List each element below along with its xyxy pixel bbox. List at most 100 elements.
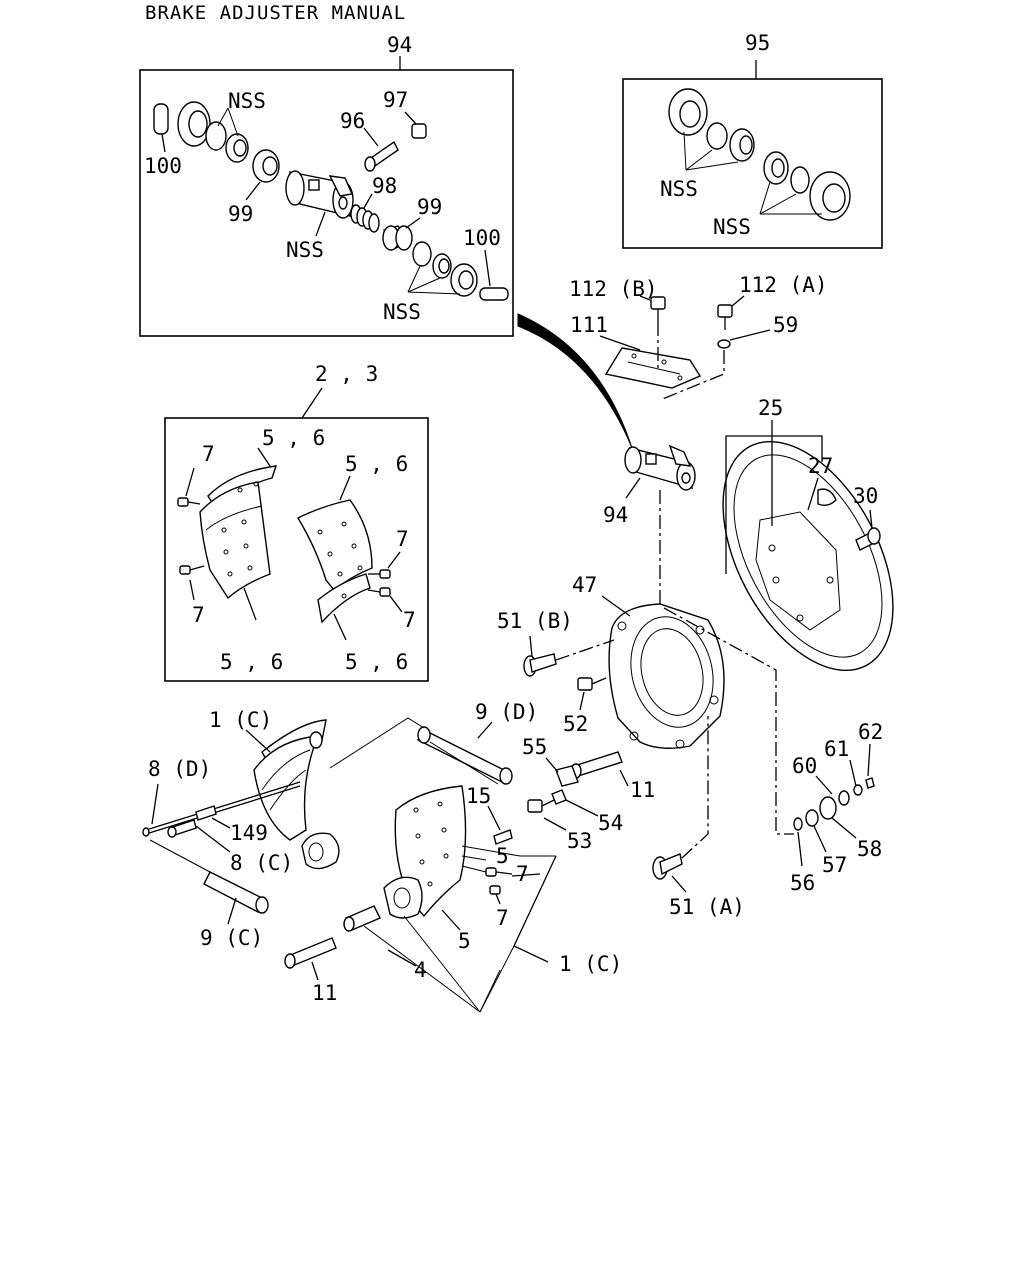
callout-7-d: 7	[403, 608, 416, 632]
plug-27	[807, 477, 837, 511]
pin-100-left	[153, 103, 169, 153]
callout-100-right: 100	[463, 226, 501, 250]
seal-set-right	[412, 241, 478, 297]
callout-47: 47	[572, 573, 597, 597]
nss-label-box95-bottom: NSS	[713, 215, 751, 239]
callout-5-upper: 5	[496, 844, 509, 868]
callout-99-left: 99	[228, 202, 253, 226]
bushing-4	[343, 905, 381, 932]
callout-61: 61	[824, 737, 849, 761]
callout-59: 59	[773, 313, 798, 337]
rivet-7-c	[368, 551, 401, 579]
callout-96: 96	[340, 109, 365, 133]
brake-shoe-assembly-upper	[253, 719, 340, 870]
seal-large-left	[177, 101, 249, 163]
rivet-7-e	[485, 867, 513, 877]
callout-58: 58	[857, 837, 882, 861]
callout-149: 149	[230, 821, 268, 845]
callout-7-a: 7	[202, 442, 215, 466]
nss-label-body: NSS	[286, 238, 324, 262]
callout-97: 97	[383, 88, 408, 112]
rivet-7-a	[177, 467, 201, 507]
bolt-53	[527, 799, 567, 831]
cap-97	[411, 123, 427, 139]
washer-59	[717, 329, 771, 349]
callout-9c: 9 (C)	[200, 926, 263, 950]
anchor-pin-11-low	[284, 937, 337, 981]
anchor-pin-11-mid	[570, 751, 629, 787]
callout-7-e: 7	[516, 862, 529, 886]
callout-5-6-bottom-right: 5 , 6	[345, 650, 408, 674]
pin-149	[195, 805, 231, 829]
cover-plate-111: 111	[570, 313, 702, 389]
return-spring-9d	[417, 726, 513, 785]
callout-5-lower: 5	[458, 929, 471, 953]
washer-54	[551, 789, 599, 817]
callout-2-3: 2 , 3	[315, 362, 378, 386]
pin-15	[487, 805, 513, 845]
seal-99-right	[382, 225, 413, 251]
pin-100-right	[479, 287, 509, 301]
adjuster-body	[285, 170, 354, 219]
callout-57: 57	[822, 853, 847, 877]
callout-30: 30	[853, 484, 878, 508]
callout-11-low: 11	[312, 981, 337, 1005]
nss-label-box94-top: NSS	[228, 89, 266, 113]
callout-51b: 51 (B)	[497, 609, 573, 633]
callout-95: 95	[745, 31, 770, 55]
brake-shoe-assembly-lower	[383, 785, 467, 919]
callout-7-c: 7	[396, 527, 409, 551]
adjuster-assembly-94	[624, 444, 696, 499]
dust-shield-25	[722, 440, 894, 672]
bolt-52	[577, 677, 607, 711]
bolt-51a	[652, 853, 687, 893]
callout-5-6-top-right: 5 , 6	[345, 452, 408, 476]
rivet-7-d	[367, 587, 403, 613]
callout-25: 25	[758, 396, 783, 420]
callout-11-mid: 11	[630, 778, 655, 802]
callout-4: 4	[414, 958, 427, 982]
callout-94-assembly: 94	[603, 503, 628, 527]
brake-shoe-right	[297, 499, 373, 624]
callout-9d: 9 (D)	[475, 700, 538, 724]
callout-100-left: 100	[144, 154, 182, 178]
callout-7-f: 7	[496, 906, 509, 930]
callout-60: 60	[792, 754, 817, 778]
callout-8c: 8 (C)	[230, 851, 293, 875]
seal-99-left	[252, 149, 280, 183]
spider-47	[608, 603, 725, 749]
shoe-lining-box: 2 , 3 5 , 6 5 , 6 7	[164, 362, 429, 682]
rivet-7-b	[179, 565, 205, 601]
callout-5-6-bottom-left: 5 , 6	[220, 650, 283, 674]
callout-51a: 51 (A)	[669, 895, 745, 919]
lock-55	[545, 757, 579, 787]
pin-8d	[142, 781, 301, 837]
diagram-title: BRAKE ADJUSTER MANUAL	[145, 2, 407, 24]
adjuster-nut-group	[793, 777, 875, 831]
nss-label-box95-top: NSS	[660, 177, 698, 201]
callout-62: 62	[858, 720, 883, 744]
seal-kit-box: 95 NSS NSS	[622, 31, 883, 249]
callout-111: 111	[570, 313, 608, 337]
callout-98: 98	[372, 174, 397, 198]
bolt-112b	[639, 295, 666, 322]
callout-1c-lower: 1 (C)	[559, 952, 622, 976]
bolt-30	[855, 509, 881, 551]
bolt-51b	[523, 635, 557, 677]
callout-112a: 112 (A)	[739, 273, 828, 297]
brake-shoe-left	[199, 465, 278, 600]
pin-8c	[167, 819, 231, 853]
adjuster-detail-box: 94 100 NSS 99	[139, 33, 514, 337]
callout-53: 53	[567, 829, 592, 853]
callout-15: 15	[466, 784, 491, 808]
spring-98	[350, 204, 380, 233]
rivet-7-f	[489, 885, 501, 905]
bleeder-96	[364, 140, 399, 172]
callout-54: 54	[598, 811, 623, 835]
return-spring-9c	[149, 839, 269, 925]
callout-5-6-top-left: 5 , 6	[262, 426, 325, 450]
callout-7-b: 7	[192, 603, 205, 627]
callout-52: 52	[563, 712, 588, 736]
callout-1c-upper: 1 (C)	[209, 708, 272, 732]
callout-55: 55	[522, 735, 547, 759]
